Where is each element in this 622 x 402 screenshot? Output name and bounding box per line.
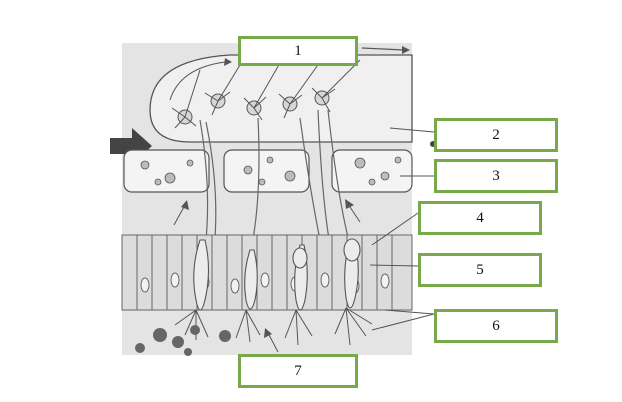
top-right-arrow xyxy=(361,47,405,51)
olfactory-cilia xyxy=(174,307,373,346)
cribriform-plate xyxy=(123,149,413,193)
small-arrow-left-head xyxy=(181,200,189,210)
label-box-6: 6 xyxy=(434,309,558,343)
small-arrow-bottom xyxy=(267,332,279,353)
label-box-1: 1 xyxy=(238,36,358,66)
olfactory-bulb xyxy=(149,54,413,143)
label-4: 4 xyxy=(476,209,484,226)
odorant-molecules xyxy=(135,325,231,356)
leader-lines xyxy=(369,127,435,331)
small-arrow-right-head xyxy=(345,199,354,209)
label-box-2: 2 xyxy=(434,118,558,152)
label-box-5: 5 xyxy=(418,253,542,287)
olfactory-epithelium xyxy=(121,234,413,311)
label-6: 6 xyxy=(492,317,500,334)
olfactory-receptor-cells xyxy=(193,238,361,311)
top-right-arrowhead xyxy=(402,46,410,54)
label-1: 1 xyxy=(294,42,302,59)
bulb-arrow-head xyxy=(224,58,232,66)
bone-pores xyxy=(140,156,402,186)
mitral-cell-processes xyxy=(171,59,361,129)
label-5: 5 xyxy=(476,261,484,278)
label-2: 2 xyxy=(492,126,500,143)
small-arrow-left xyxy=(173,204,186,226)
label-box-7: 7 xyxy=(238,354,358,388)
label-7: 7 xyxy=(294,362,302,379)
bulb-arrow-path xyxy=(169,61,226,101)
small-arrow-bottom-head xyxy=(264,328,272,338)
label-box-4: 4 xyxy=(418,201,542,235)
label-box-3: 3 xyxy=(434,159,558,193)
label-3: 3 xyxy=(492,167,500,184)
